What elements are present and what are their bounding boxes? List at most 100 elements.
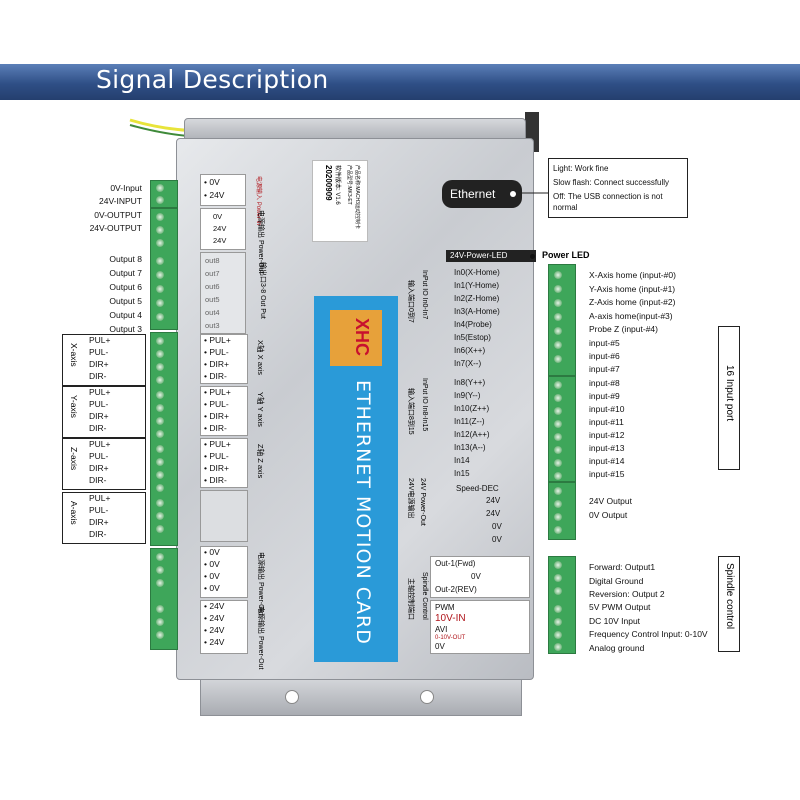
axis-group-z: Z-axis PUL+ PUL- DIR+ DIR- [62, 438, 146, 490]
input-label: In7(X--) [454, 359, 482, 368]
ethernet-led [510, 191, 516, 197]
pin-label: out3 [205, 321, 220, 330]
power-out-label-2: 24V Power-Out [419, 478, 426, 526]
terminal-block [548, 376, 576, 482]
input-label: In5(Estop) [454, 333, 491, 342]
pin-label: • PUL+ [204, 387, 231, 397]
input-group1-label: InPut IO In0-In7 [421, 270, 428, 320]
right-label: input-#12 [589, 430, 625, 440]
sticker-line: 产品型号:MK3-ET [346, 165, 352, 205]
label-output: Output 3 [109, 324, 142, 334]
y-axis-label: Y轴 Y axis [256, 392, 265, 427]
pin-label: • 24V [204, 625, 225, 635]
pin-label: PUL+ [89, 493, 111, 503]
pwm-pin-label: 10V-IN [435, 613, 466, 624]
pin-label: PUL- [89, 347, 109, 357]
power-led-indicator [530, 254, 535, 259]
spindle-label: Digital Ground [589, 576, 644, 586]
right-label: X-Axis home (input-#0) [589, 270, 676, 280]
spindle-board-label: Spindle Control [421, 572, 428, 620]
right-label: input-#13 [589, 443, 625, 453]
pin-label: DIR+ [89, 463, 109, 473]
input-label: In9(Y--) [454, 391, 481, 400]
label-output: Output 8 [109, 254, 142, 264]
x-axis-label: X轴 X axis [256, 340, 265, 376]
card-title: ETHERNET MOTION CARD [352, 380, 374, 645]
label-24v-output: 24V-OUTPUT [89, 223, 142, 233]
sticker-line: 20200909 [324, 165, 333, 201]
axis-group-a: A-axis PUL+ PUL- DIR+ DIR- [62, 492, 146, 544]
pin-label: out8 [205, 256, 220, 265]
pin-label: PUL+ [89, 387, 111, 397]
label-output: Output 5 [109, 296, 142, 306]
axis-name: Y-axis [69, 395, 79, 418]
pin-label: PUL+ [89, 335, 111, 345]
pin-label: • 0V [204, 547, 220, 557]
spindle-label: Forward: Output1 [589, 562, 656, 572]
speed-label: Speed-DEC [456, 484, 499, 493]
ethernet-label: Ethernet [450, 187, 496, 201]
right-label: input-#11 [589, 417, 624, 427]
axis-name: A-axis [69, 501, 79, 525]
label-0v-input: 0V-Input [110, 183, 142, 193]
spindle-pin-label: Out-1(Fwd) [435, 559, 476, 568]
pin-label: 24V [213, 224, 227, 233]
power-in-block: • 0V • 24V [200, 174, 246, 206]
input-label: In1(Y-Home) [454, 281, 500, 290]
pwm-pin-label: 0-10V-OUT [435, 635, 466, 641]
spindle-label: Frequency Control Input: 0-10V [589, 629, 708, 639]
right-label: input-#10 [589, 404, 625, 414]
pin-label: • DIR- [204, 371, 227, 381]
pin-label: out4 [205, 308, 220, 317]
label-24v-input: 24V-INPUT [99, 196, 142, 206]
logo-text: XHC [352, 318, 372, 357]
pin-label: PUL- [89, 505, 109, 515]
pin-label: PUL- [89, 451, 109, 461]
axis-group-x: X-axis PUL+ PUL- DIR+ DIR- [62, 334, 146, 386]
speed-block: Speed-DEC 24V 24V 0V 0V [452, 482, 524, 544]
spindle-pin-label: 0V [471, 572, 481, 581]
pin-label: DIR- [89, 529, 107, 539]
right-label: input-#9 [589, 391, 620, 401]
input-label: In8(Y++) [454, 378, 486, 387]
pin-label: PUL- [89, 399, 109, 409]
label-0v-output: 0V-OUTPUT [94, 210, 142, 220]
power-out-sub-2: 24V电源输出 [407, 478, 414, 519]
terminal-block [150, 332, 178, 546]
card-label-panel: XHC ETHERNET MOTION CARD [314, 296, 398, 662]
input-label: In3(A-Home) [454, 307, 500, 316]
right-label: 24V Output [589, 496, 633, 506]
product-sticker: 产品名称:MACH3运动控制卡 产品型号:MK3-ET 软件版本: V1.6 2… [312, 160, 368, 242]
pwm-pin-label: PWM [435, 603, 455, 612]
mount-hole [420, 690, 434, 704]
pin-label: • DIR+ [204, 463, 229, 473]
spindle-label: Reversion: Output 2 [589, 589, 665, 599]
bottom-power-out-label: 电源输出 Power-Out [257, 606, 264, 670]
pin-label: DIR- [89, 371, 107, 381]
pwm-pin-label: AVI [435, 625, 448, 634]
input-label: In6(X++) [454, 346, 486, 355]
speed-label: 24V [486, 496, 501, 505]
input-group2-label: InPut IO In8-In15 [421, 378, 428, 432]
ethernet-port: Ethernet [442, 180, 522, 208]
spindle-tag: Spindle control [718, 556, 740, 652]
terminal-block [150, 180, 178, 208]
right-label: input-#14 [589, 456, 625, 466]
z-axis-label: Z轴 Z axis [256, 444, 265, 479]
pin-label: • 0V [204, 559, 220, 569]
input-label: In4(Probe) [454, 320, 492, 329]
spindle-label: DC 10V Input [589, 616, 641, 626]
pin-label: • DIR- [204, 475, 227, 485]
pin-label: • DIR- [204, 423, 227, 433]
pin-label: • PUL+ [204, 439, 231, 449]
pin-label: • PUL+ [204, 335, 231, 345]
page-title: Signal Description [96, 65, 329, 94]
input-label: In0(X-Home) [454, 268, 500, 277]
pin-label: DIR+ [89, 359, 109, 369]
pin-label: • PUL- [204, 399, 229, 409]
right-label: input-#7 [589, 364, 620, 374]
bottom-flange [200, 676, 522, 716]
spindle-pin-label: Out-2(REV) [435, 585, 477, 594]
speed-label: 24V [486, 509, 501, 518]
speed-label: 0V [492, 535, 502, 544]
